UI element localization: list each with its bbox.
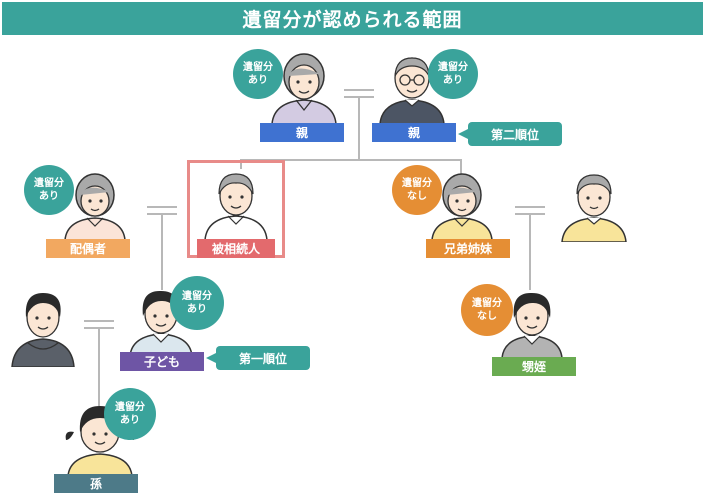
parent-mother-badge: 遺留分 あり: [233, 49, 283, 99]
spouse-figure: [64, 173, 126, 240]
child-spouse-figure: [11, 293, 75, 367]
page-title: 遺留分が認められる範囲: [2, 2, 703, 35]
parent-father-label: 親: [372, 123, 456, 142]
second-rank-callout: 第二順位: [458, 122, 562, 146]
sibling-vertical-line: [460, 159, 462, 179]
parent-mother-label: 親: [260, 123, 344, 142]
nephew-descent-line: [529, 215, 531, 290]
child-marriage-line-bottom: [84, 327, 114, 329]
sibling-label: 兄弟姉妹: [426, 239, 510, 258]
nephew-figure: [501, 292, 563, 358]
spouse-marriage-line-top: [147, 206, 177, 208]
sibling-figure: [431, 173, 493, 240]
deceased-label: 被相続人: [197, 239, 275, 258]
parent-father-badge: 遺留分 あり: [428, 49, 478, 99]
sibling-spouse-figure: [561, 174, 627, 242]
parents-marriage-line-top: [344, 89, 374, 91]
nephew-badge: 遺留分 なし: [461, 284, 513, 336]
grandchild-descent-line: [98, 329, 100, 407]
child-marriage-line-top: [84, 320, 114, 322]
child-descent-line: [161, 215, 163, 290]
spouse-badge: 遺留分 あり: [24, 165, 74, 215]
sibling-marriage-line-bottom: [515, 213, 545, 215]
sibling-badge: 遺留分 なし: [392, 165, 442, 215]
sibling-horizontal-line: [240, 159, 460, 161]
child-label: 子ども: [120, 352, 204, 371]
parent-mother-figure: [271, 53, 337, 124]
child-badge: 遺留分 あり: [170, 276, 224, 330]
spouse-label: 配偶者: [46, 239, 130, 258]
sibling-marriage-line-top: [515, 206, 545, 208]
parents-marriage-line-bottom: [344, 96, 374, 98]
deceased-figure: [204, 173, 268, 240]
nephew-label: 甥姪: [492, 357, 576, 376]
grandchild-badge: 遺留分 あり: [104, 388, 156, 440]
deceased-vertical-line: [240, 159, 242, 169]
parent-father-figure: [379, 57, 445, 124]
parents-descent-line: [358, 98, 360, 160]
spouse-marriage-line-bottom: [147, 213, 177, 215]
first-rank-callout: 第一順位: [206, 346, 310, 370]
grandchild-label: 孫: [54, 474, 138, 493]
